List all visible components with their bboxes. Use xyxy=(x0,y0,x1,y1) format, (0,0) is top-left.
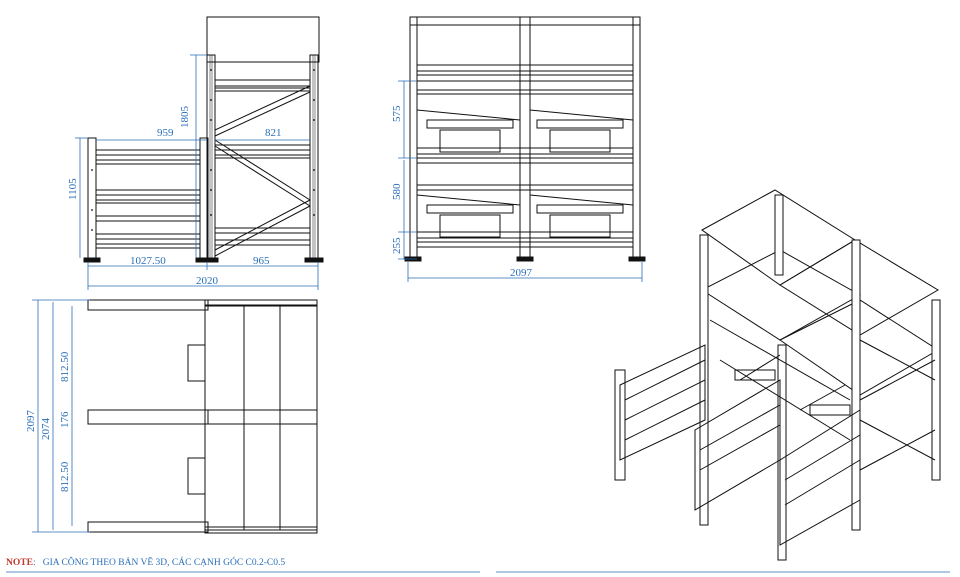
dim-2097-front: 2097 xyxy=(510,267,533,279)
dim-965: 965 xyxy=(253,255,270,267)
note-text: GIA CÔNG THEO BẢN VẼ 3D, CÁC CẠNH GÓC C0… xyxy=(42,558,286,568)
dim-2097-top: 2097 xyxy=(25,410,37,433)
front-view-dimensions xyxy=(398,80,643,282)
front-view xyxy=(404,16,646,262)
isometric-view xyxy=(614,189,941,561)
dim-1027: 1027.50 xyxy=(130,255,166,267)
dim-812-b: 812.50 xyxy=(59,461,71,492)
note-label: NOTE xyxy=(6,558,33,568)
top-view-dimensions xyxy=(32,299,90,533)
dim-1105: 1105 xyxy=(67,178,79,200)
dim-176: 176 xyxy=(59,411,71,428)
dim-2074: 2074 xyxy=(40,418,52,441)
side-view xyxy=(83,16,324,263)
dim-2020: 2020 xyxy=(196,275,219,287)
side-view-dimensions xyxy=(75,54,319,290)
note: NOTE: GIA CÔNG THEO BẢN VẼ 3D, CÁC CẠNH … xyxy=(6,558,286,568)
dim-575: 575 xyxy=(391,105,403,122)
dim-812-a: 812.50 xyxy=(59,351,71,382)
dim-821: 821 xyxy=(265,127,282,139)
dim-959: 959 xyxy=(157,127,174,139)
dim-255: 255 xyxy=(391,237,403,254)
dim-1805: 1805 xyxy=(179,106,191,129)
dim-580: 580 xyxy=(391,183,403,200)
top-view xyxy=(87,299,318,534)
